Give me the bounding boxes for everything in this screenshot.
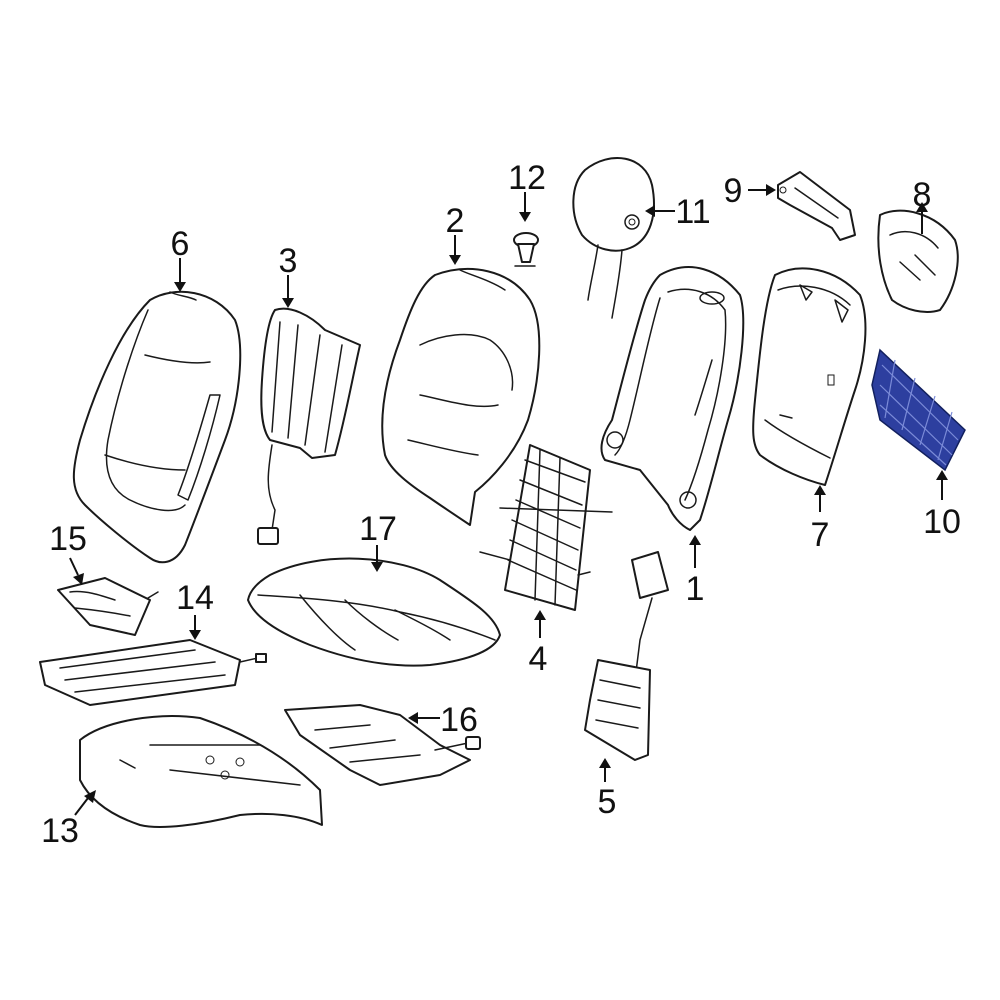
part-3-seat-back-heater[interactable] [257, 307, 361, 545]
callout-label-17: 17 [359, 510, 397, 548]
part-15-sensor-mat[interactable] [57, 577, 159, 636]
callout-label-16: 16 [440, 701, 478, 739]
callout-label-4: 4 [529, 640, 548, 678]
callout-arrowhead-9 [766, 184, 776, 196]
callout-arrowhead-5 [599, 758, 611, 768]
callout-label-6: 6 [171, 225, 190, 263]
callout-arrow-13 [74, 797, 89, 816]
part-13-seat-foam-base[interactable] [79, 715, 323, 828]
part-9-bracket[interactable] [777, 171, 856, 241]
callout-label-2: 2 [446, 202, 465, 240]
part-2-seat-back-cushion[interactable] [381, 268, 541, 526]
part-14-seat-heater-mat[interactable] [39, 639, 267, 706]
part-8-trim-panel[interactable] [877, 209, 959, 313]
callout-arrowhead-13 [84, 790, 96, 803]
part-12-headrest-guide[interactable] [513, 232, 539, 267]
callout-label-1: 1 [686, 570, 705, 608]
callout-arrowhead-2 [449, 255, 461, 265]
callout-arrowhead-16 [408, 712, 418, 724]
callout-arrowhead-12 [519, 212, 531, 222]
callout-label-12: 12 [508, 159, 546, 197]
part-4-lumbar-support[interactable] [479, 444, 613, 611]
callout-arrow-15 [69, 557, 79, 576]
callout-arrowhead-8 [916, 202, 928, 212]
callout-arrowhead-14 [189, 630, 201, 640]
callout-label-13: 13 [41, 812, 79, 850]
callout-arrowhead-3 [282, 298, 294, 308]
part-6-seat-back-cover[interactable] [72, 290, 242, 564]
callout-arrowhead-1 [689, 535, 701, 545]
callout-label-7: 7 [811, 516, 830, 554]
callout-label-11: 11 [675, 193, 710, 231]
part-11-headrest[interactable] [572, 157, 655, 319]
callout-label-8: 8 [913, 176, 932, 214]
callout-label-5: 5 [598, 783, 617, 821]
callout-arrowhead-7 [814, 485, 826, 495]
callout-arrowhead-17 [371, 562, 383, 572]
callout-arrowhead-10 [936, 470, 948, 480]
part-1-seat-back-frame[interactable] [600, 266, 745, 531]
part-7-back-panel[interactable] [752, 267, 867, 486]
callout-arrowhead-15 [73, 573, 84, 585]
callout-label-14: 14 [176, 579, 214, 617]
callout-labels: 6 3 2 12 11 9 8 10 7 1 4 5 17 15 14 16 1… [41, 159, 961, 850]
part-16-seat-pad[interactable] [284, 704, 481, 786]
part-5-recliner-mechanism[interactable] [584, 551, 669, 761]
callout-label-15: 15 [49, 520, 87, 558]
callout-arrowhead-6 [174, 282, 186, 292]
callout-label-3: 3 [279, 242, 298, 280]
callout-arrowhead-4 [534, 610, 546, 620]
callout-arrows [69, 184, 948, 816]
callout-label-9: 9 [724, 172, 743, 210]
part-17-seat-cushion[interactable] [247, 557, 501, 667]
callout-arrowhead-11 [645, 205, 655, 217]
callout-label-10: 10 [923, 503, 961, 541]
part-10-net-pocket[interactable] [871, 348, 966, 472]
